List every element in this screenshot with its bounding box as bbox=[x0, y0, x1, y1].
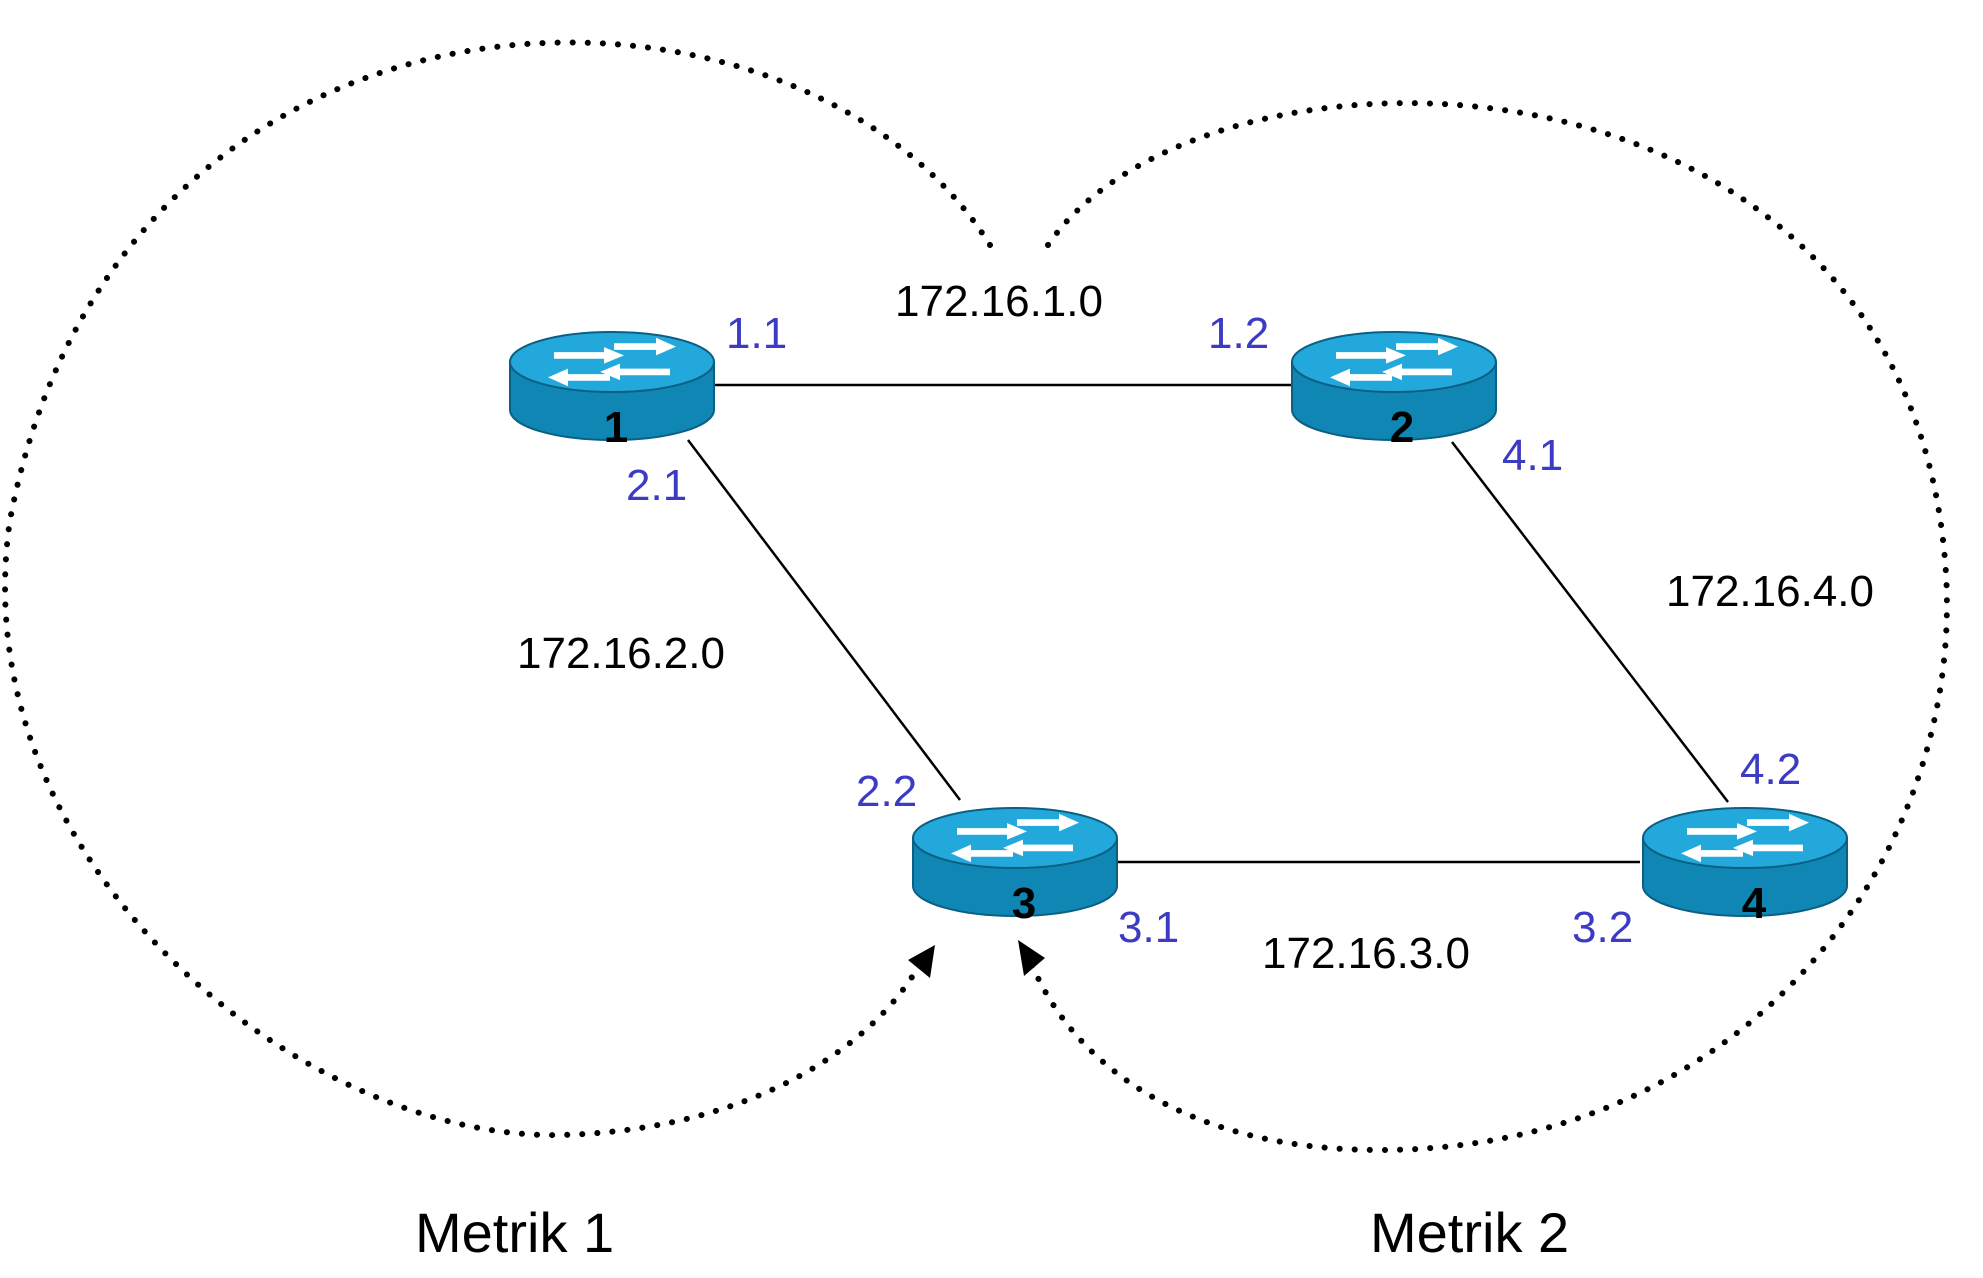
link-r1-r3 bbox=[687, 439, 961, 801]
network-label-n4: 172.16.4.0 bbox=[1666, 567, 1874, 616]
router-icon bbox=[1291, 331, 1497, 441]
router-2-number: 2 bbox=[1390, 403, 1414, 452]
router-icon bbox=[509, 331, 715, 441]
router-3-number: 3 bbox=[1012, 879, 1036, 928]
interface-label: 1.1 bbox=[726, 309, 787, 358]
network-label-n2: 172.16.2.0 bbox=[517, 629, 725, 678]
network-label-n3: 172.16.3.0 bbox=[1262, 929, 1470, 978]
router-1-number: 1 bbox=[604, 403, 628, 452]
network-label-n1: 172.16.1.0 bbox=[895, 277, 1103, 326]
router-icon bbox=[912, 807, 1118, 917]
interface-label: 4.1 bbox=[1502, 431, 1563, 480]
router-icon bbox=[1642, 807, 1848, 917]
interface-label: 1.2 bbox=[1208, 309, 1269, 358]
interface-label: 4.2 bbox=[1740, 745, 1801, 794]
interface-label: 2.2 bbox=[856, 767, 917, 816]
arrowhead-icon bbox=[908, 945, 935, 978]
metric-2-label: Metrik 2 bbox=[1370, 1201, 1569, 1264]
interface-label: 3.1 bbox=[1118, 903, 1179, 952]
metric-2-path bbox=[1027, 100, 1950, 1154]
arrowhead-icon bbox=[1018, 940, 1045, 976]
interface-label: 2.1 bbox=[626, 461, 687, 510]
metric-1-label: Metrik 1 bbox=[415, 1201, 614, 1264]
router-4-number: 4 bbox=[1742, 879, 1767, 928]
interface-label: 3.2 bbox=[1572, 903, 1633, 952]
link-r2-r4 bbox=[1451, 441, 1729, 803]
metric-1-path bbox=[2, 39, 993, 1139]
